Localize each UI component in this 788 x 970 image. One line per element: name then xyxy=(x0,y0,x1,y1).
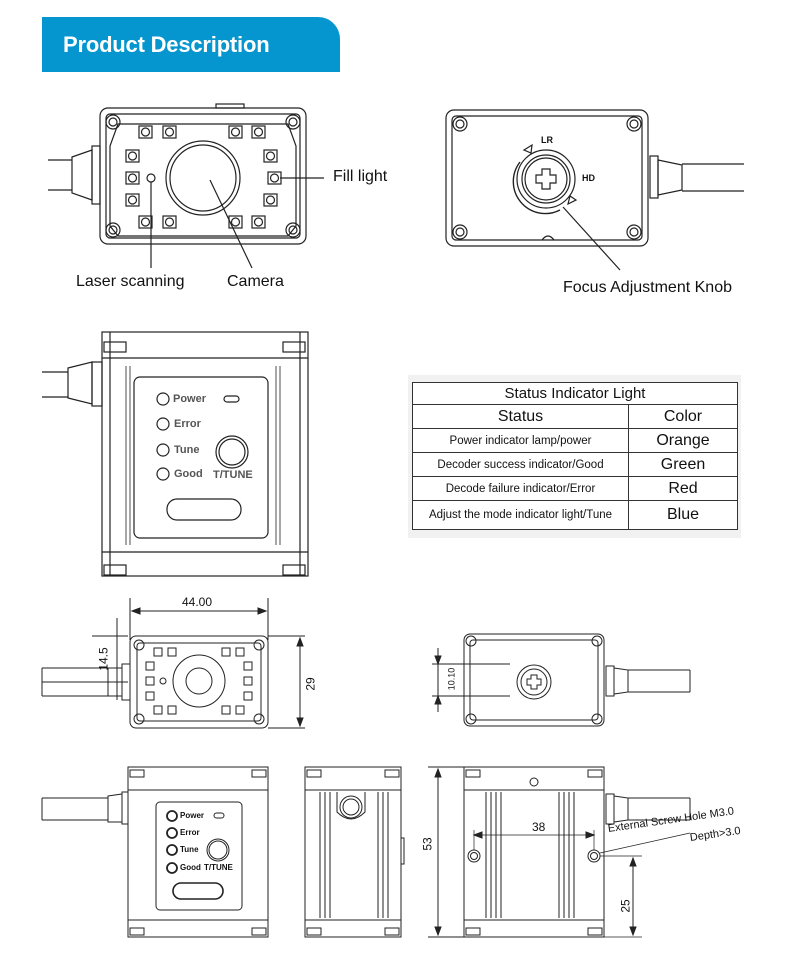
focus-knob-label: Focus Adjustment Knob xyxy=(563,279,732,296)
status-indicator-table: Status Indicator Light Status Color Powe… xyxy=(408,375,741,538)
indicator-good-label: Good xyxy=(174,468,203,480)
fill-light-leds xyxy=(125,125,282,229)
knob-mark-hd: HD xyxy=(582,173,595,183)
section-title: Product Description xyxy=(63,32,270,57)
dim-offset: 14.5 xyxy=(96,647,111,671)
focus-knob-icon xyxy=(512,143,578,215)
laser-emitter-icon xyxy=(146,173,156,183)
table-title: Status Indicator Light xyxy=(412,382,738,405)
row-status: Power indicator lamp/power xyxy=(412,428,629,453)
bottom-tune-label: T/TUNE xyxy=(204,863,233,872)
table-row: Adjust the mode indicator light/Tune Blu… xyxy=(412,500,738,530)
bottom-top-drawing xyxy=(428,766,691,938)
knob-mark-lr: LR xyxy=(541,135,553,145)
row-color: Red xyxy=(628,476,738,501)
table-row: Power indicator lamp/power Orange xyxy=(412,428,738,453)
indicator-power-label: Power xyxy=(173,393,207,405)
dim-knob-offset: 10.10 xyxy=(446,667,457,691)
row-color: Blue xyxy=(628,500,738,530)
fill-light-label: Fill light xyxy=(333,168,388,185)
bottom-indicator-error: Error xyxy=(180,828,200,837)
back-view-drawing xyxy=(445,109,744,271)
bottom-side-drawing xyxy=(304,766,405,938)
front-dimension-drawing xyxy=(41,598,305,729)
bottom-front-drawing xyxy=(41,766,269,938)
indicator-error-label: Error xyxy=(174,418,201,430)
bottom-indicator-tune: Tune xyxy=(180,845,199,854)
indicator-tune-label: Tune xyxy=(174,444,200,456)
laser-scanning-label: Laser scanning xyxy=(76,273,185,290)
dim-hole-spacing: 38 xyxy=(532,820,546,834)
table-row: Decoder success indicator/Good Green xyxy=(412,452,738,477)
table-row: Decode failure indicator/Error Red xyxy=(412,476,738,501)
row-color: Green xyxy=(628,452,738,477)
dim-width: 44.00 xyxy=(182,595,213,609)
back-dimension-drawing xyxy=(432,633,691,727)
dim-hole-height: 25 xyxy=(618,899,633,913)
table-header-status: Status xyxy=(412,404,629,429)
row-color: Orange xyxy=(628,428,738,453)
front-view-drawing xyxy=(48,103,324,269)
tune-button-label: T/TUNE xyxy=(213,469,253,481)
side-panel-drawing xyxy=(42,331,309,577)
row-status: Decode failure indicator/Error xyxy=(412,476,629,501)
table-header-color: Color xyxy=(628,404,738,429)
dim-length: 53 xyxy=(420,837,435,851)
camera-label: Camera xyxy=(227,273,284,290)
bottom-indicator-good: Good xyxy=(180,863,201,872)
dim-height: 29 xyxy=(303,677,318,691)
section-header: Product Description xyxy=(42,17,340,72)
bottom-indicator-power: Power xyxy=(180,811,205,820)
camera-lens-icon xyxy=(165,140,241,216)
row-status: Adjust the mode indicator light/Tune xyxy=(412,500,629,530)
row-status: Decoder success indicator/Good xyxy=(412,452,629,477)
